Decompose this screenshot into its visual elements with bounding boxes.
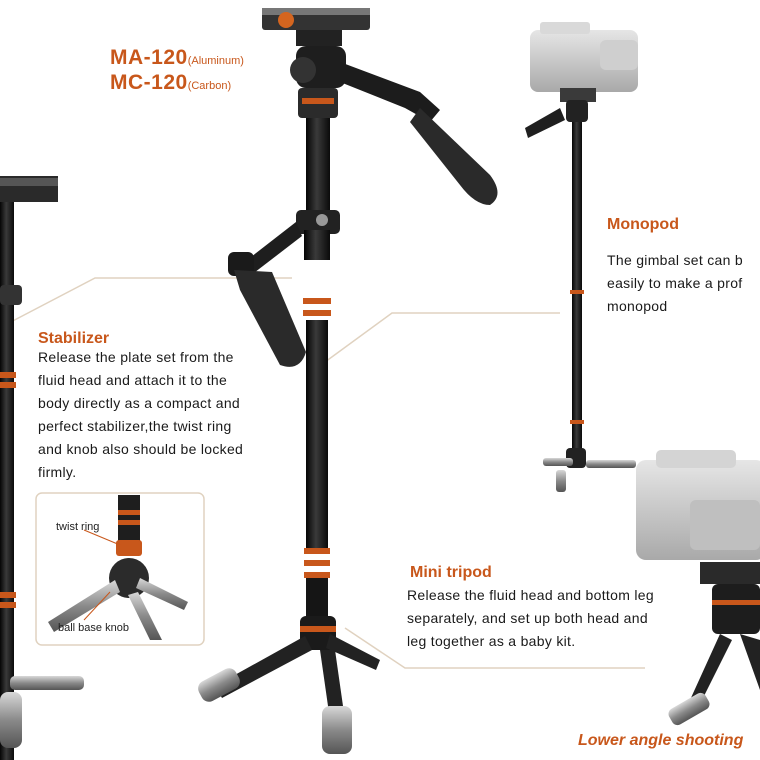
lower-angle-rig — [636, 450, 760, 726]
text-line: perfect stabilizer,the twist ring — [38, 418, 232, 434]
left-stabilizer-rig — [0, 176, 84, 760]
text-line: leg together as a baby kit. — [407, 633, 576, 649]
stabilizer-description: Release the plate set from the fluid hea… — [38, 346, 243, 484]
text-line: fluid head and attach it to the — [38, 372, 228, 388]
model-title-aluminum: MA-120(Aluminum) — [110, 47, 244, 68]
twist-ring-label: twist ring — [56, 521, 100, 533]
model-code: MA-120 — [110, 46, 188, 69]
model-material: (Carbon) — [187, 80, 232, 92]
callout-lines — [4, 277, 645, 669]
text-line: Release the plate set from the — [38, 349, 234, 365]
model-title-carbon: MC-120(Carbon) — [110, 72, 231, 93]
monopod-rig — [525, 22, 638, 492]
stabilizer-heading: Stabilizer — [38, 330, 110, 347]
text-line: firmly. — [38, 464, 77, 480]
ball-base-knob-label: ball base knob — [58, 622, 129, 634]
mini-tripod-description: Release the fluid head and bottom leg se… — [407, 584, 654, 653]
model-code: MC-120 — [110, 71, 188, 94]
monopod-description: The gimbal set can b easily to make a pr… — [607, 249, 760, 318]
text-line: easily to make a prof — [607, 275, 743, 291]
text-line: The gimbal set can b — [607, 252, 743, 268]
detail-inset — [35, 492, 205, 646]
text-line: and knob also should be locked — [38, 441, 244, 457]
text-line: Release the fluid head and bottom leg — [407, 587, 654, 603]
text-line: body directly as a compact and — [38, 395, 240, 411]
text-line: monopod — [607, 298, 668, 314]
model-material: (Aluminum) — [187, 55, 244, 67]
center-stabilizer-rig — [198, 8, 498, 754]
lower-angle-caption: Lower angle shooting — [578, 732, 744, 749]
text-line: separately, and set up both head and — [407, 610, 648, 626]
mini-tripod-heading: Mini tripod — [410, 564, 492, 581]
monopod-heading: Monopod — [607, 216, 679, 233]
